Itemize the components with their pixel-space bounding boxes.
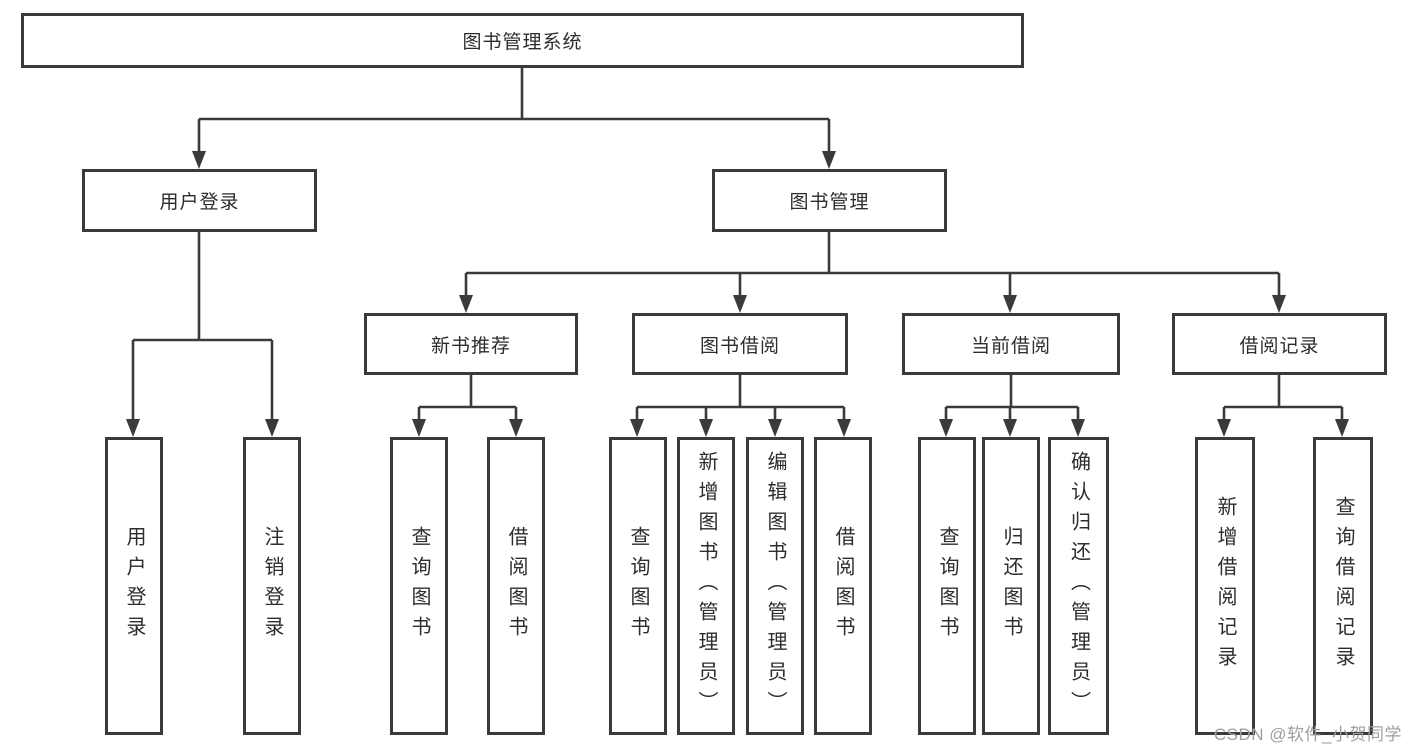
node-user-login: 用户登录 bbox=[82, 169, 317, 232]
csdn-watermark: CSDN @软件_小贺同学 bbox=[1213, 725, 1402, 744]
leaf-logout: 注销登录 bbox=[243, 437, 301, 735]
leaf-label: 新增借阅记录 bbox=[1214, 496, 1236, 676]
leaf-return-books: 归还图书 bbox=[982, 437, 1040, 735]
leaf-label: 查询图书 bbox=[627, 526, 649, 646]
node-borrow-record: 借阅记录 bbox=[1172, 313, 1387, 375]
arrowheads bbox=[126, 151, 1349, 437]
leaf-label: 查询图书 bbox=[936, 526, 958, 646]
node-new-book-recommend: 新书推荐 bbox=[364, 313, 578, 375]
leaf-label: 编辑图书（管理员） bbox=[764, 451, 786, 721]
leaf-user-login: 用户登录 bbox=[105, 437, 163, 735]
leaf-add-books-admin: 新增图书（管理员） bbox=[677, 437, 735, 735]
leaf-label: 归还图书 bbox=[1000, 526, 1022, 646]
leaf-query-books-3: 查询图书 bbox=[918, 437, 976, 735]
leaf-add-borrow-record: 新增借阅记录 bbox=[1195, 437, 1255, 735]
leaf-label: 查询图书 bbox=[408, 526, 430, 646]
node-book-borrow: 图书借阅 bbox=[632, 313, 848, 375]
leaf-borrow-books-2: 借阅图书 bbox=[814, 437, 872, 735]
leaf-label: 新增图书（管理员） bbox=[695, 451, 717, 721]
leaf-borrow-books-1: 借阅图书 bbox=[487, 437, 545, 735]
node-root-system: 图书管理系统 bbox=[21, 13, 1024, 68]
leaf-label: 注销登录 bbox=[261, 526, 283, 646]
leaf-confirm-return-admin: 确认归还（管理员） bbox=[1048, 437, 1109, 735]
leaf-label: 用户登录 bbox=[123, 526, 145, 646]
leaf-label: 借阅图书 bbox=[832, 526, 854, 646]
leaf-query-books-2: 查询图书 bbox=[609, 437, 667, 735]
leaf-query-borrow-record: 查询借阅记录 bbox=[1313, 437, 1373, 735]
leaf-label: 确认归还（管理员） bbox=[1067, 451, 1090, 721]
leaf-edit-books-admin: 编辑图书（管理员） bbox=[746, 437, 804, 735]
leaf-label: 借阅图书 bbox=[505, 526, 527, 646]
node-book-management: 图书管理 bbox=[712, 169, 947, 232]
node-current-borrow: 当前借阅 bbox=[902, 313, 1120, 375]
leaf-label: 查询借阅记录 bbox=[1332, 496, 1354, 676]
leaf-query-books-1: 查询图书 bbox=[390, 437, 448, 735]
